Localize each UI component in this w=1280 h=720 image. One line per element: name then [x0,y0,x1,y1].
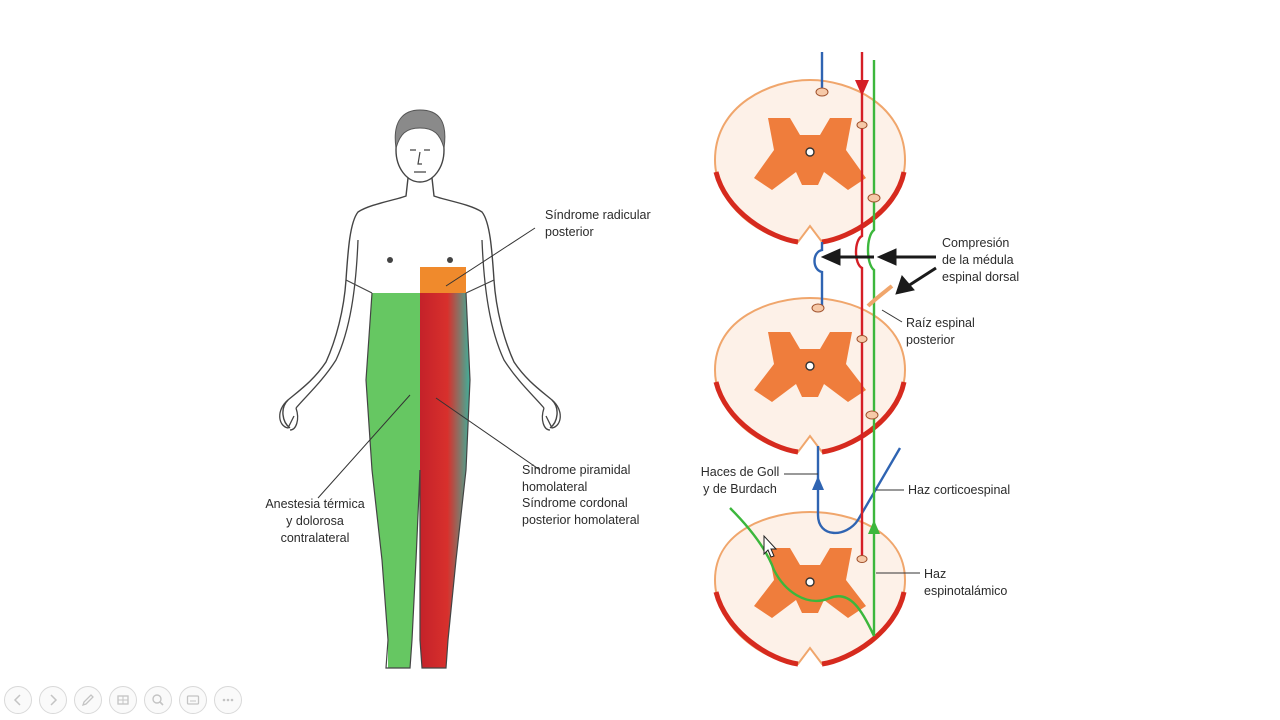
compression-arrows [820,248,937,295]
next-slide-button[interactable] [39,686,67,714]
label-dorsal-compression: Compresión de la médula espinal dorsal [942,236,1020,284]
pen-icon [81,694,94,707]
slides-grid-button[interactable] [109,686,137,714]
label-goll-burdach: Haces de Goll y de Burdach [700,465,780,496]
slides-icon [117,695,129,705]
cord-section-middle [713,296,907,455]
red-tract-arrow [855,80,869,96]
right-leader-lines [784,309,920,574]
goll-burdach-tract [813,52,902,535]
previous-slide-button[interactable] [4,686,32,714]
label-radicular-syndrome: Síndrome radicular posterior [545,208,651,239]
human-body-figure [279,109,561,669]
label-cordonal-syndrome: Síndrome cordonal [522,496,628,510]
left-leader-lines [317,227,541,499]
hair [394,109,446,149]
label-thermal-anesthesia: Anestesia térmica y dolorosa contralater… [265,497,365,545]
spinothalamic-tract [729,60,876,637]
captions-icon [186,695,200,705]
green-leg-area [366,293,420,668]
blue-tract-arrow [812,476,824,490]
magnifier-icon [152,694,164,706]
presentation-toolbar [4,686,242,716]
label-pyramidal-syndrome: Síndrome piramidal [522,463,631,477]
label-posterior-root: Raíz espinal posterior [906,316,975,347]
cord-section-bottom [713,510,907,667]
cord-section-top [713,78,907,245]
label-pyramidal-homolateral: homolateral [522,480,588,494]
ellipsis-icon [222,698,234,702]
arrow-left-icon [13,694,21,706]
mouse-cursor-icon [763,534,778,558]
corticospinal-tract [854,52,864,560]
more-options-button[interactable] [214,686,242,714]
pen-tool-button[interactable] [74,686,102,714]
chest-radicular-area [420,267,466,293]
red-leg-area [420,293,470,668]
tract-nodes [811,87,881,563]
arrow-right-icon [50,694,58,706]
label-spinothalamic: Haz espinotalámico [924,567,1008,598]
spinal-cord-diagram [713,52,937,667]
label-cordonal-homolateral: posterior homolateral [522,513,640,527]
label-corticospinal: Haz corticoespinal [908,483,1011,497]
zoom-button[interactable] [144,686,172,714]
subtitles-button[interactable] [179,686,207,714]
posterior-root [866,284,894,308]
green-tract-arrow [868,520,880,534]
